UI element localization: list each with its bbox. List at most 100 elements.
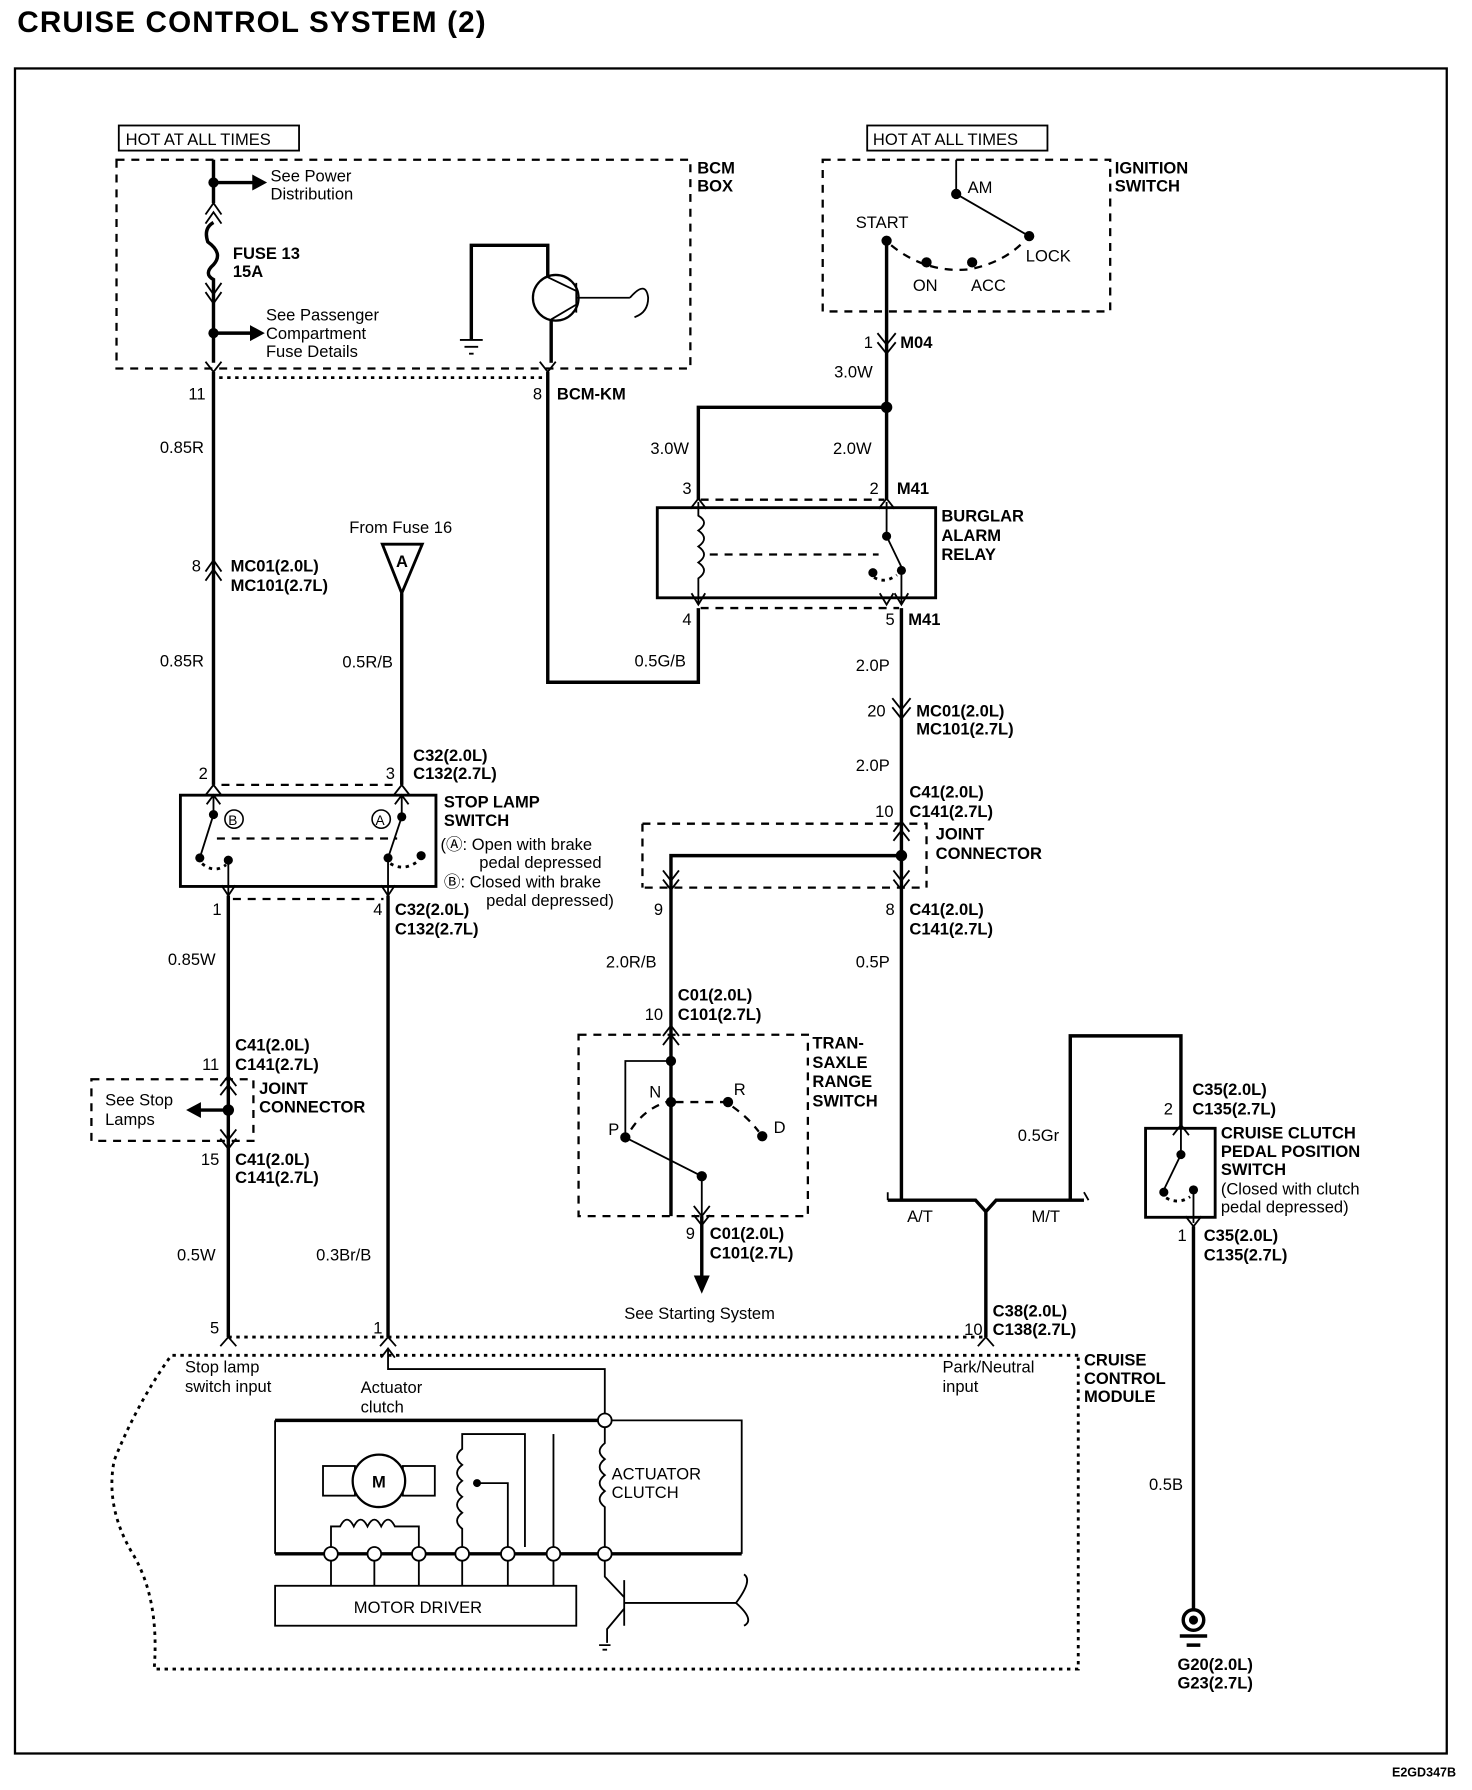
svg-text:C141(2.7L): C141(2.7L) xyxy=(235,1168,319,1187)
page-title: CRUISE CONTROL SYSTEM (2) xyxy=(17,6,487,39)
svg-text:BURGLAR: BURGLAR xyxy=(941,506,1024,525)
svg-text:Distribution: Distribution xyxy=(271,185,354,204)
svg-text:See Stop: See Stop xyxy=(105,1090,173,1109)
svg-text:A: A xyxy=(396,552,408,571)
svg-text:2.0R/B: 2.0R/B xyxy=(606,952,657,971)
svg-text:C132(2.7L): C132(2.7L) xyxy=(395,919,479,938)
svg-text:3: 3 xyxy=(682,479,691,498)
svg-text:C35(2.0L): C35(2.0L) xyxy=(1204,1226,1278,1245)
bcm-box-label: BCM xyxy=(697,158,735,177)
svg-text:JOINT: JOINT xyxy=(936,825,985,844)
svg-text:Stop lamp: Stop lamp xyxy=(185,1357,259,1376)
svg-text:11: 11 xyxy=(202,1055,219,1074)
svg-text:C132(2.7L): C132(2.7L) xyxy=(413,764,497,783)
svg-text:C41(2.0L): C41(2.0L) xyxy=(235,1036,309,1055)
svg-text:C141(2.7L): C141(2.7L) xyxy=(909,919,993,938)
svg-text:C32(2.0L): C32(2.0L) xyxy=(395,900,469,919)
arrow-down-icon xyxy=(693,1275,710,1294)
svg-text:C41(2.0L): C41(2.0L) xyxy=(235,1150,309,1169)
svg-text:0.5W: 0.5W xyxy=(177,1246,216,1265)
svg-text:8: 8 xyxy=(192,557,201,576)
svg-text:From Fuse 16: From Fuse 16 xyxy=(349,518,452,537)
fuse-label: FUSE 13 xyxy=(233,244,300,263)
svg-text:5: 5 xyxy=(210,1319,219,1338)
svg-text:A: A xyxy=(375,813,385,828)
svg-text:4: 4 xyxy=(682,610,691,629)
svg-text:Compartment: Compartment xyxy=(266,324,367,343)
svg-text:15: 15 xyxy=(201,1150,219,1169)
svg-text:pedal depressed: pedal depressed xyxy=(479,853,601,872)
svg-text:B: B xyxy=(228,813,237,828)
svg-text:SWITCH: SWITCH xyxy=(812,1092,877,1111)
svg-text:2: 2 xyxy=(1164,1100,1173,1119)
svg-text:4: 4 xyxy=(373,900,382,919)
svg-text:2.0P: 2.0P xyxy=(856,656,890,675)
svg-text:switch input: switch input xyxy=(185,1377,272,1396)
svg-text:MC01(2.0L): MC01(2.0L) xyxy=(231,557,319,576)
svg-text:0.5B: 0.5B xyxy=(1149,1475,1183,1494)
svg-text:MC101(2.7L): MC101(2.7L) xyxy=(231,576,328,595)
svg-text:10: 10 xyxy=(875,802,893,821)
svg-text:TRAN-: TRAN- xyxy=(812,1033,863,1052)
svg-text:HOT AT ALL TIMES: HOT AT ALL TIMES xyxy=(873,130,1018,149)
svg-text:SWITCH: SWITCH xyxy=(1115,177,1180,196)
svg-text:MC01(2.0L): MC01(2.0L) xyxy=(916,701,1004,720)
transmission-selector: A/T M/T 0.5Gr C38(2.0L) 10 C138(2.7L) xyxy=(886,1034,1183,1339)
svg-text:R: R xyxy=(734,1080,746,1099)
svg-text:3.0W: 3.0W xyxy=(650,439,689,458)
svg-text:9: 9 xyxy=(654,900,663,919)
svg-text:8: 8 xyxy=(885,900,894,919)
svg-text:C141(2.7L): C141(2.7L) xyxy=(235,1055,319,1074)
svg-text:A/T: A/T xyxy=(907,1207,933,1226)
svg-text:(Ⓐ: Open with brake: (Ⓐ: Open with brake xyxy=(441,835,593,854)
svg-text:C141(2.7L): C141(2.7L) xyxy=(909,802,993,821)
svg-text:15A: 15A xyxy=(233,262,263,281)
joint-connector-left: C41(2.0L) 11 C141(2.7L) JOINT CONNECTOR … xyxy=(90,1036,371,1265)
svg-text:CLUTCH: CLUTCH xyxy=(612,1483,679,1502)
cruise-control-module: 5 1 CRUISE CONTROL MODULE Stop lamp swit… xyxy=(110,1319,1166,1671)
svg-text:11: 11 xyxy=(188,384,205,403)
svg-text:BOX: BOX xyxy=(697,177,733,196)
svg-text:CONTROL: CONTROL xyxy=(1084,1369,1166,1388)
svg-text:CRUISE: CRUISE xyxy=(1084,1351,1146,1370)
svg-text:2: 2 xyxy=(199,764,208,783)
svg-text:Lamps: Lamps xyxy=(105,1110,155,1129)
svg-text:M: M xyxy=(372,1473,386,1492)
svg-text:G23(2.7L): G23(2.7L) xyxy=(1178,1673,1253,1692)
ignition-switch: HOT AT ALL TIMES IGNITION SWITCH AM STAR… xyxy=(821,124,1188,313)
arrow-right-icon xyxy=(252,174,268,191)
svg-text:ON: ON xyxy=(913,276,938,295)
svg-text:MC101(2.7L): MC101(2.7L) xyxy=(916,720,1013,739)
svg-text:0.5G/B: 0.5G/B xyxy=(634,651,685,670)
svg-text:SWITCH: SWITCH xyxy=(444,811,509,830)
svg-text:0.5Gr: 0.5Gr xyxy=(1018,1126,1060,1145)
svg-text:RANGE: RANGE xyxy=(812,1072,872,1091)
svg-text:10: 10 xyxy=(645,1005,663,1024)
svg-text:See Power: See Power xyxy=(271,166,352,185)
svg-text:0.5R/B: 0.5R/B xyxy=(342,652,393,671)
svg-text:20: 20 xyxy=(867,701,885,720)
ground-icon xyxy=(1181,1608,1206,1632)
svg-text:M41: M41 xyxy=(908,610,940,629)
svg-text:See Passenger: See Passenger xyxy=(266,306,380,325)
arrow-right-icon xyxy=(249,325,265,342)
svg-text:C101(2.7L): C101(2.7L) xyxy=(710,1243,794,1262)
svg-text:Fuse Details: Fuse Details xyxy=(266,342,358,361)
svg-text:Actuator: Actuator xyxy=(361,1378,423,1397)
svg-text:STOP LAMP: STOP LAMP xyxy=(444,793,540,812)
svg-text:C135(2.7L): C135(2.7L) xyxy=(1192,1100,1276,1119)
svg-text:PEDAL POSITION: PEDAL POSITION xyxy=(1221,1142,1360,1161)
svg-text:C101(2.7L): C101(2.7L) xyxy=(678,1005,762,1024)
svg-text:AM: AM xyxy=(968,178,993,197)
svg-text:0.85R: 0.85R xyxy=(160,651,204,670)
fuse-16-reference-icon xyxy=(380,542,425,598)
svg-text:D: D xyxy=(774,1118,786,1137)
diagram-frame xyxy=(13,67,1448,1755)
svg-text:pedal depressed): pedal depressed) xyxy=(486,891,614,910)
svg-text:ACC: ACC xyxy=(971,276,1006,295)
svg-text:C41(2.0L): C41(2.0L) xyxy=(909,782,983,801)
bcm-hot-label: HOT AT ALL TIMES xyxy=(126,130,271,149)
svg-text:Ⓑ: Closed with brake: Ⓑ: Closed with brake xyxy=(444,873,601,892)
svg-text:C138(2.7L): C138(2.7L) xyxy=(993,1320,1077,1339)
svg-text:2.0P: 2.0P xyxy=(856,756,890,775)
